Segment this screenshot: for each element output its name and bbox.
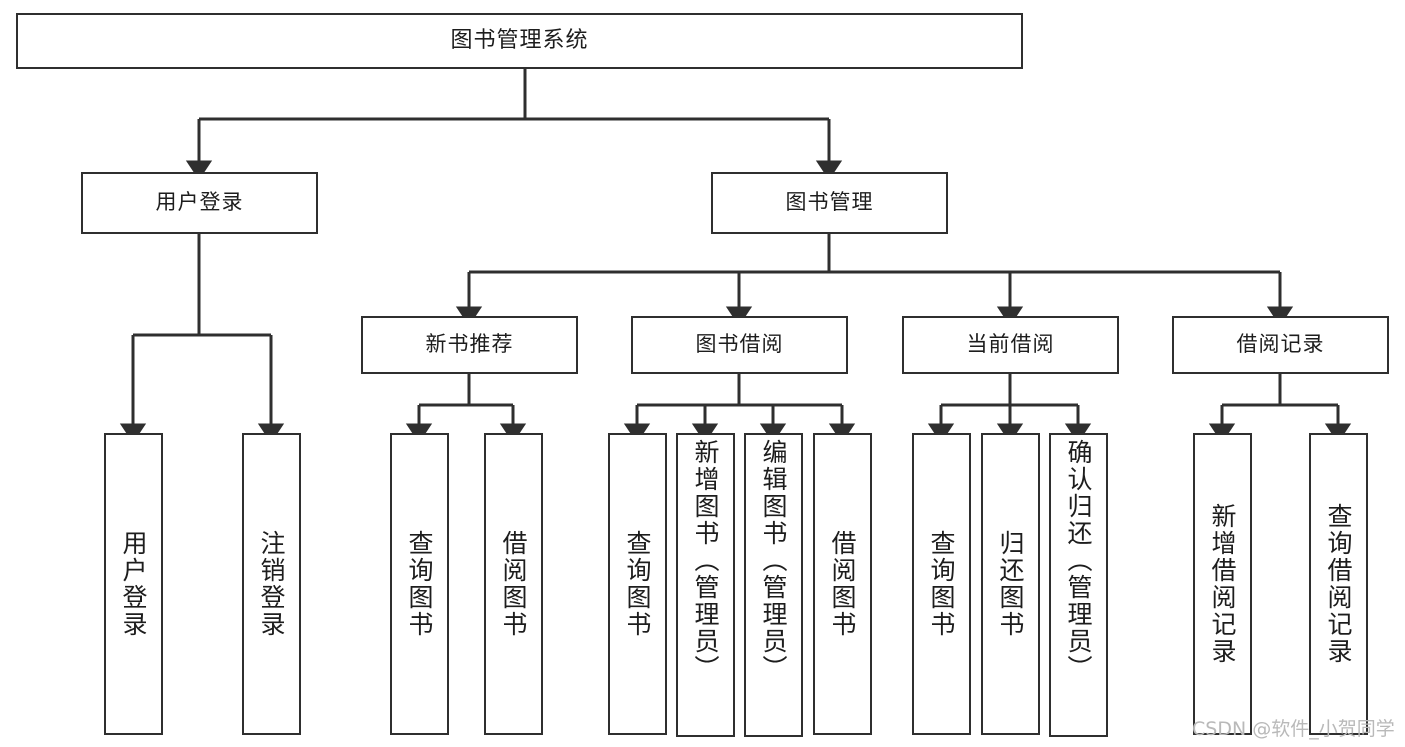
node-label: 新增借阅记录 <box>1208 503 1237 665</box>
node-label: 当前借阅 <box>966 332 1055 357</box>
leaf-user-login-logout[interactable]: 注销登录 <box>242 433 301 735</box>
leaf-new-book-borrow-books[interactable]: 借阅图书 <box>484 433 543 735</box>
node-book-borrow[interactable]: 图书借阅 <box>631 316 848 374</box>
node-label: 借阅图书 <box>828 530 857 638</box>
node-book-management[interactable]: 图书管理 <box>711 172 948 234</box>
node-label: 新书推荐 <box>425 332 514 357</box>
leaf-borrow-add-book-admin[interactable]: 新增图书（管理员） <box>676 433 735 737</box>
node-borrow-records[interactable]: 借阅记录 <box>1172 316 1389 374</box>
node-label: 新增图书（管理员） <box>691 439 720 682</box>
node-label: 归还图书 <box>996 530 1025 638</box>
node-label: 查询借阅记录 <box>1324 503 1353 665</box>
node-new-book-recommend[interactable]: 新书推荐 <box>361 316 578 374</box>
node-label: 借阅记录 <box>1236 332 1325 357</box>
node-label: 查询图书 <box>927 530 956 638</box>
leaf-records-query-record[interactable]: 查询借阅记录 <box>1309 433 1368 735</box>
node-user-login[interactable]: 用户登录 <box>81 172 318 234</box>
node-current-borrow[interactable]: 当前借阅 <box>902 316 1119 374</box>
node-label: 查询图书 <box>405 530 434 638</box>
node-label: 注销登录 <box>257 530 286 638</box>
watermark-text: CSDN @软件_小贺同学 <box>1192 718 1395 740</box>
node-label: 编辑图书（管理员） <box>759 439 788 682</box>
leaf-borrow-query-books[interactable]: 查询图书 <box>608 433 667 735</box>
node-label: 图书管理 <box>785 190 874 215</box>
leaf-current-return-books[interactable]: 归还图书 <box>981 433 1040 735</box>
leaf-new-book-query-books[interactable]: 查询图书 <box>390 433 449 735</box>
leaf-current-confirm-return-admin[interactable]: 确认归还（管理员） <box>1049 433 1108 737</box>
leaf-records-add-record[interactable]: 新增借阅记录 <box>1193 433 1252 735</box>
node-label: 确认归还（管理员） <box>1064 439 1093 682</box>
node-label: 借阅图书 <box>499 530 528 638</box>
leaf-borrow-edit-book-admin[interactable]: 编辑图书（管理员） <box>744 433 803 737</box>
node-label: 图书管理系统 <box>450 27 589 53</box>
node-root-book-management-system[interactable]: 图书管理系统 <box>16 13 1023 69</box>
leaf-current-query-books[interactable]: 查询图书 <box>912 433 971 735</box>
node-label: 图书借阅 <box>695 332 784 357</box>
node-label: 用户登录 <box>119 530 148 638</box>
leaf-user-login-login[interactable]: 用户登录 <box>104 433 163 735</box>
node-label: 用户登录 <box>155 190 244 215</box>
node-label: 查询图书 <box>623 530 652 638</box>
leaf-borrow-borrow-books[interactable]: 借阅图书 <box>813 433 872 735</box>
